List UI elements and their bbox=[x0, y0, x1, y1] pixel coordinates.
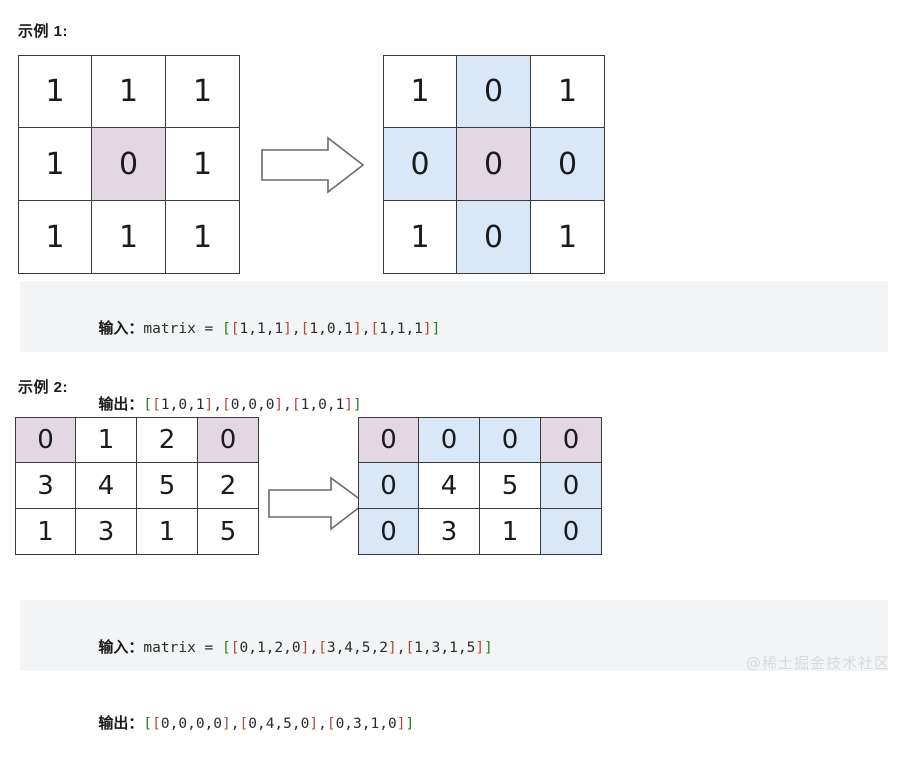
matrix-cell: 1 bbox=[18, 201, 92, 274]
example-2-output-label: 输出： bbox=[98, 714, 144, 732]
site-watermark: @稀土掘金技术社区 bbox=[745, 654, 890, 672]
example-1-input-line: 输入：matrix = [[1,1,1],[1,0,1],[1,1,1]] bbox=[46, 291, 888, 367]
example-1-output-line: 输出：[[1,0,1],[0,0,0],[1,0,1]] bbox=[46, 367, 888, 443]
example-2-input-label: 输入： bbox=[98, 638, 144, 656]
matrix-cell: 1 bbox=[480, 509, 541, 555]
matrix-cell: 5 bbox=[480, 463, 541, 509]
example-2-input-line: 输入：matrix = [[0,1,2,0],[3,4,5,2],[1,3,1,… bbox=[46, 610, 888, 686]
matrix-cell: 0 bbox=[457, 128, 531, 201]
matrix-cell: 1 bbox=[18, 128, 92, 201]
matrix-cell: 1 bbox=[92, 55, 166, 128]
matrix-cell: 2 bbox=[137, 417, 198, 463]
matrix-cell: 0 bbox=[541, 463, 602, 509]
matrix-cell: 3 bbox=[76, 509, 137, 555]
matrix-cell: 5 bbox=[137, 463, 198, 509]
right-arrow-icon bbox=[258, 134, 368, 201]
matrix-cell: 1 bbox=[18, 55, 92, 128]
example-1-code-block: 输入：matrix = [[1,1,1],[1,0,1],[1,1,1]] 输出… bbox=[20, 281, 888, 413]
example-1-input-value: matrix = [[1,1,1],[1,0,1],[1,1,1]] bbox=[143, 321, 441, 337]
matrix-cell: 1 bbox=[166, 201, 240, 274]
matrix-cell: 1 bbox=[531, 201, 605, 274]
example-1-title: 示例 1: bbox=[18, 23, 69, 40]
matrix-cell: 0 bbox=[358, 463, 419, 509]
matrix-cell: 1 bbox=[92, 201, 166, 274]
matrix-cell: 0 bbox=[358, 509, 419, 555]
matrix-cell: 0 bbox=[457, 201, 531, 274]
example-1-output-label: 输出： bbox=[98, 395, 144, 413]
matrix-cell: 0 bbox=[541, 417, 602, 463]
matrix-cell: 2 bbox=[198, 463, 259, 509]
matrix-cell: 3 bbox=[419, 509, 480, 555]
matrix-cell: 1 bbox=[531, 55, 605, 128]
matrix-cell: 5 bbox=[198, 509, 259, 555]
matrix-cell: 1 bbox=[166, 55, 240, 128]
example-2-output-line: 输出：[[0,0,0,0],[0,4,5,0],[0,3,1,0]] bbox=[46, 686, 888, 762]
matrix-cell: 0 bbox=[358, 417, 419, 463]
matrix-cell: 0 bbox=[457, 55, 531, 128]
matrix-cell: 1 bbox=[383, 201, 457, 274]
example-1-input-label: 输入： bbox=[98, 319, 144, 337]
matrix-cell: 0 bbox=[480, 417, 541, 463]
matrix-cell: 4 bbox=[76, 463, 137, 509]
matrix-cell: 0 bbox=[198, 417, 259, 463]
example-2-title: 示例 2: bbox=[18, 379, 69, 396]
matrix-cell: 1 bbox=[137, 509, 198, 555]
matrix-cell: 1 bbox=[76, 417, 137, 463]
example-2-input-value: matrix = [[0,1,2,0],[3,4,5,2],[1,3,1,5]] bbox=[143, 640, 493, 656]
matrix-cell: 0 bbox=[419, 417, 480, 463]
example-1-output-value: [[1,0,1],[0,0,0],[1,0,1]] bbox=[143, 397, 362, 413]
matrix-cell: 0 bbox=[92, 128, 166, 201]
matrix-cell: 0 bbox=[15, 417, 76, 463]
matrix-cell: 3 bbox=[15, 463, 76, 509]
matrix-cell: 0 bbox=[531, 128, 605, 201]
right-arrow-icon bbox=[265, 473, 370, 538]
matrix-cell: 1 bbox=[383, 55, 457, 128]
matrix-cell: 1 bbox=[166, 128, 240, 201]
matrix-cell: 4 bbox=[419, 463, 480, 509]
matrix-cell: 0 bbox=[541, 509, 602, 555]
matrix-cell: 1 bbox=[15, 509, 76, 555]
matrix-cell: 0 bbox=[383, 128, 457, 201]
example-2-output-value: [[0,0,0,0],[0,4,5,0],[0,3,1,0]] bbox=[143, 716, 415, 732]
